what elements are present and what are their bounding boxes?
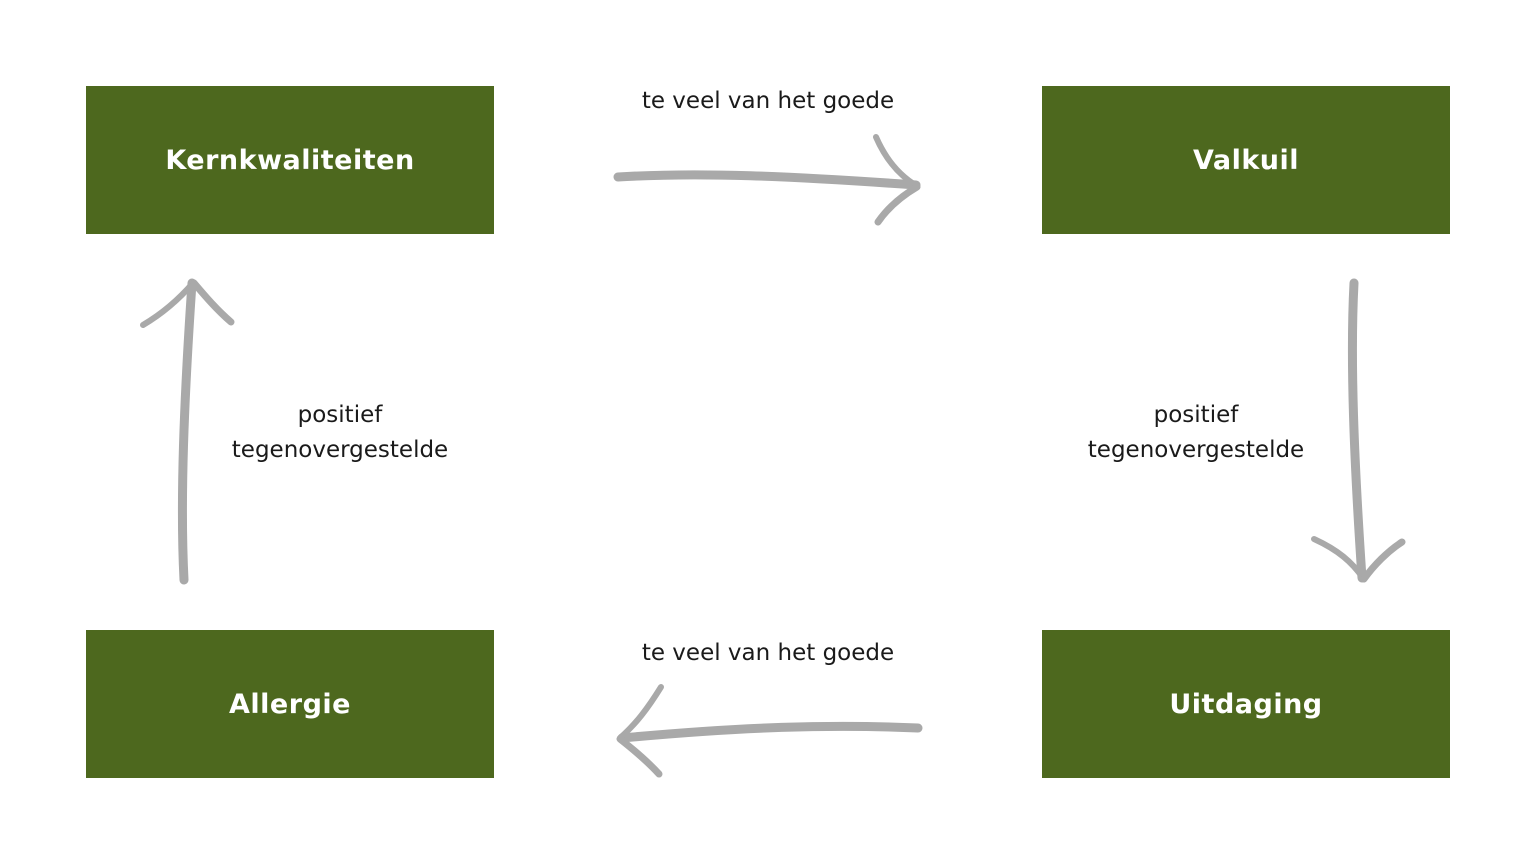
arrow-up-icon [140, 278, 235, 585]
box-uitdaging: Uitdaging [1042, 630, 1450, 778]
arrow-down-icon [1311, 278, 1406, 583]
box-allergie: Allergie [86, 630, 494, 778]
label-right-line-1: positief [1153, 402, 1239, 428]
box-kernkwaliteiten: Kernkwaliteiten [86, 86, 494, 234]
arrow-right-icon [613, 134, 921, 226]
label-right-line-2: tegenovergestelde [1087, 437, 1305, 463]
label-left-line-2: tegenovergestelde [231, 437, 449, 463]
box-allergie-label: Allergie [229, 688, 351, 720]
label-left-line-1: positief [297, 402, 383, 428]
label-bottom: te veel van het goede [641, 640, 895, 666]
box-kernkwaliteiten-label: Kernkwaliteiten [165, 144, 415, 176]
box-valkuil: Valkuil [1042, 86, 1450, 234]
label-left: positief tegenovergestelde [220, 398, 460, 468]
arrow-left-icon [616, 684, 923, 778]
label-top: te veel van het goede [641, 88, 895, 114]
box-valkuil-label: Valkuil [1192, 144, 1300, 176]
box-uitdaging-label: Uitdaging [1169, 688, 1323, 720]
label-right: positief tegenovergestelde [1076, 398, 1316, 468]
